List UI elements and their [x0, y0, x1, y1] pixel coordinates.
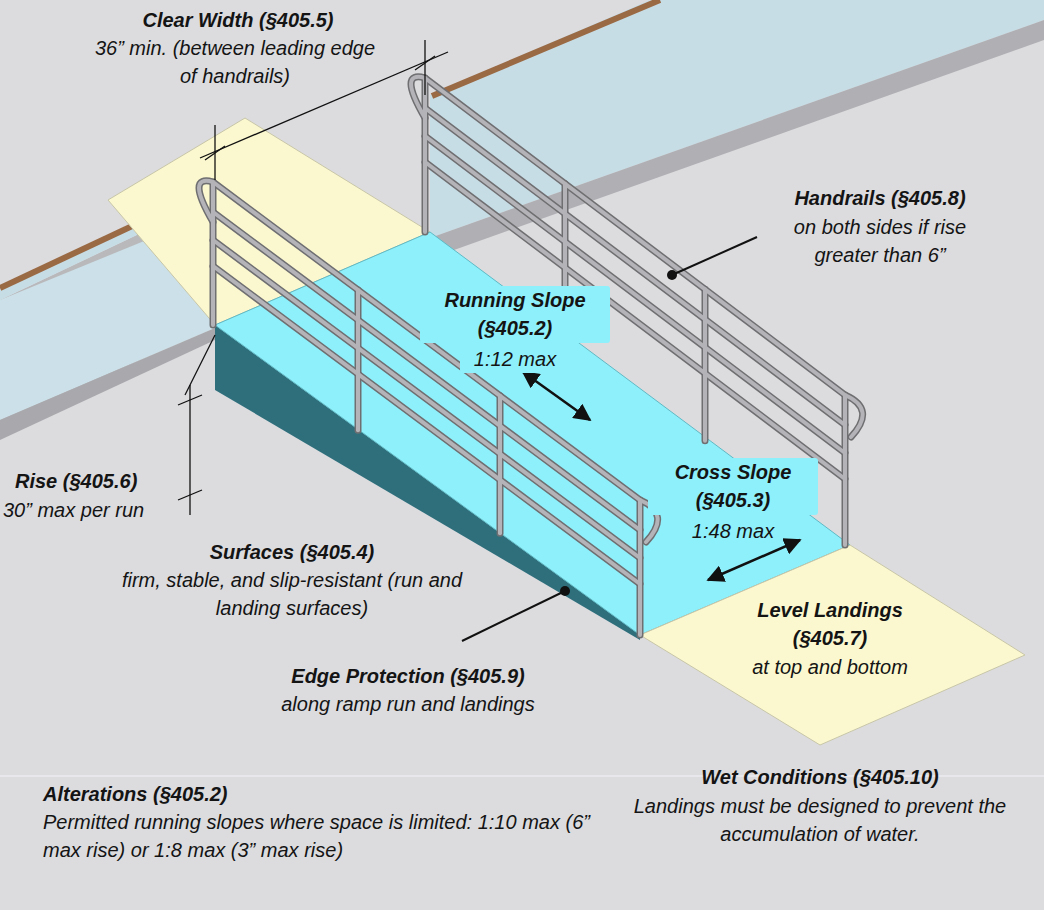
callout-title: Clear Width (§405.5): [88, 6, 388, 34]
handrail-tube: [213, 240, 640, 558]
rise-dimension: [178, 335, 215, 515]
cross-slope-arrow: [708, 540, 800, 580]
handrail-tube: [199, 181, 658, 542]
clear-width-dimension: [200, 40, 448, 180]
leader-line: [672, 237, 757, 275]
handrail-post: [355, 290, 362, 430]
leader-line: [462, 591, 565, 641]
callout-text: firm, stable, and slip-resistant (run an…: [117, 566, 467, 623]
callout-title: Level Landings (§405.7): [740, 596, 920, 653]
handrail-post: [356, 290, 360, 430]
callout-title: Rise (§405.6): [12, 467, 182, 495]
handrail-tube: [213, 212, 640, 530]
callout-title: Cross Slope (§405.3): [648, 458, 818, 515]
handrail-post: [702, 289, 709, 440]
callout-text: 1:48 max: [683, 517, 783, 545]
right-wall: [430, 0, 1044, 238]
handrail-tube: [213, 240, 640, 558]
callout-title: Wet Conditions (§405.10): [660, 763, 980, 791]
callout-title: Alterations (§405.2): [40, 780, 360, 808]
callout-title: Handrails (§405.8): [760, 184, 1000, 212]
handrail-post: [638, 500, 642, 635]
callout-title: Running Slope (§405.2): [420, 286, 610, 343]
callout-text: 30” max per run: [0, 496, 180, 524]
callout-text: Landings must be designed to prevent the…: [615, 792, 1025, 849]
handrail-tube: [213, 212, 640, 530]
callout-text: on both sides if rise greater than 6”: [760, 213, 1000, 270]
handrail-post: [422, 78, 429, 232]
handrail-post: [637, 500, 644, 635]
handrail-tube: [199, 181, 658, 542]
running-slope-arrow: [523, 372, 590, 420]
handrail-tube: [213, 266, 640, 584]
handrail-tube: [425, 108, 845, 425]
wall-handrail: [432, 0, 660, 96]
handrail-post: [703, 289, 707, 440]
callout-text: 36” min. (between leading edge of handra…: [85, 34, 385, 91]
callout-title: Edge Protection (§405.9): [248, 662, 568, 690]
bottom-landing: [640, 545, 1025, 745]
handrail-post: [498, 396, 502, 534]
handrail-tube: [213, 266, 640, 584]
handrail-post: [497, 396, 504, 534]
handrail-tube: [425, 108, 845, 425]
handrail-post: [423, 78, 427, 232]
leader-dot: [560, 586, 570, 596]
handrail-post: [211, 182, 215, 325]
callout-text: along ramp run and landings: [238, 690, 578, 718]
callout-text: Permitted running slopes where space is …: [40, 808, 610, 865]
handrail-post: [843, 395, 847, 545]
callout-title: Surfaces (§405.4): [172, 538, 412, 566]
left-curb: [0, 328, 215, 440]
leader-dot: [667, 270, 677, 280]
handrail-post: [210, 182, 217, 325]
handrail-post: [842, 395, 849, 545]
callout-text: at top and bottom: [725, 653, 935, 681]
callout-text: 1:12 max: [460, 345, 570, 373]
